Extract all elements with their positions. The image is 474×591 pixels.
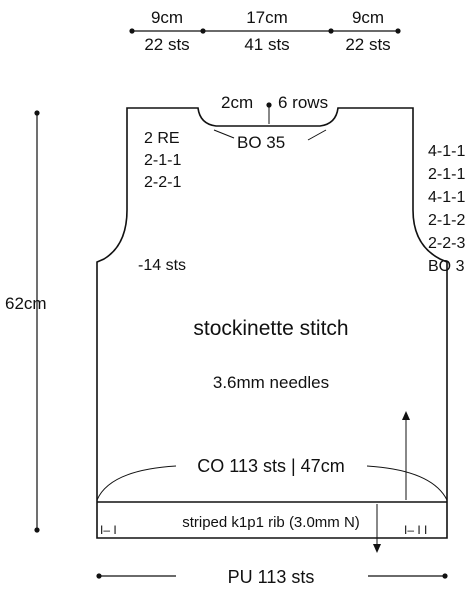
down-arrow-icon [373, 544, 381, 553]
top-dimension-dot [129, 28, 135, 34]
up-arrow-icon [402, 411, 410, 420]
pick-up-label: PU 113 sts [228, 567, 315, 587]
neck-depth-label: 2cm [221, 93, 253, 112]
height-dimension-dot [34, 527, 40, 533]
right-shoulder-sts: 22 sts [345, 35, 390, 54]
armhole-shaping-line: 4-1-1 [428, 143, 465, 160]
left-shoulder-cm: 9cm [151, 8, 183, 27]
rib-label: striped k1p1 rib (3.0mm N) [182, 514, 360, 531]
stitch-label: stockinette stitch [193, 317, 348, 340]
bind-off-leader-right [307, 129, 327, 141]
rib-marker-right: I– I I [404, 523, 427, 537]
right-shoulder-cm: 9cm [352, 8, 384, 27]
neck-shaping-line: 2 RE [144, 130, 180, 147]
armhole-shaping-line: 2-2-3 [428, 235, 465, 252]
bind-off-leader-left [213, 129, 235, 139]
armhole-shaping-line: 2-1-1 [428, 166, 465, 183]
top-dimension-dot [200, 28, 206, 34]
neck-depth-dot [266, 102, 272, 108]
cast-on-arc-left [96, 465, 177, 501]
neck-rows-label: 6 rows [278, 93, 328, 112]
height-label: 62cm [5, 294, 47, 313]
neck-bind-off: BO 35 [237, 133, 285, 152]
pick-up-dot [442, 573, 448, 579]
needles-label: 3.6mm needles [213, 373, 329, 392]
garment-outline [96, 107, 448, 539]
cast-on-label: CO 113 sts | 47cm [197, 456, 344, 476]
armhole-decrease-label: -14 sts [138, 257, 186, 274]
neck-width-sts: 41 sts [244, 35, 289, 54]
neck-width-cm: 17cm [246, 8, 288, 27]
armhole-shaping-line: 2-1-2 [428, 212, 465, 229]
top-dimension-dot [395, 28, 401, 34]
cast-on-arc-right [366, 465, 448, 501]
armhole-shaping-line: BO 3 [428, 258, 465, 275]
pick-up-dot [96, 573, 102, 579]
rib-marker-left: I– I [100, 523, 117, 537]
armhole-shaping-line: 4-1-1 [428, 189, 465, 206]
neck-shaping-line: 2-1-1 [144, 152, 181, 169]
left-shoulder-sts: 22 sts [144, 35, 189, 54]
neck-shaping-line: 2-2-1 [144, 174, 181, 191]
height-dimension-dot [34, 110, 40, 116]
top-dimension-dot [328, 28, 334, 34]
